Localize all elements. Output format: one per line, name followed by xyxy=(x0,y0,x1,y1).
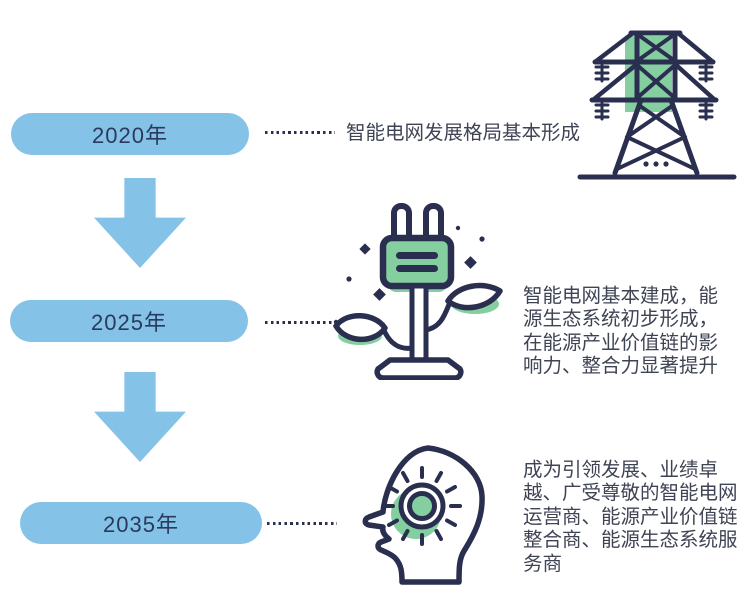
milestone-pill-2020: 2020年 xyxy=(11,113,249,155)
milestone-description-2025: 智能电网基本建成，能 源生态系统初步形成， 在能源产业价值链的影 响力、整合力显… xyxy=(523,285,719,378)
dotted-leader-line xyxy=(267,522,337,525)
idea-rays xyxy=(382,466,462,546)
dotted-leader-line xyxy=(265,321,333,324)
sparkle-diamond xyxy=(464,256,477,269)
sparkle-diamond xyxy=(373,288,386,301)
milestone-year-label: 2020年 xyxy=(92,123,168,148)
milestone-year-label: 2025年 xyxy=(91,310,167,335)
head-idea-icon xyxy=(362,445,485,585)
insulator xyxy=(698,60,714,83)
milestone-pill-2025: 2025年 xyxy=(10,300,248,342)
sparkle-diamond xyxy=(359,243,371,255)
sparkle-dot xyxy=(455,225,461,231)
down-arrow xyxy=(94,178,186,268)
insulator xyxy=(698,98,714,121)
milestone-description-2020: 智能电网发展格局基本形成 xyxy=(346,122,581,144)
plant-base xyxy=(374,357,464,380)
leaf xyxy=(333,312,388,343)
milestone-year-label: 2035年 xyxy=(103,512,179,537)
insulator xyxy=(594,60,610,83)
insulator xyxy=(594,98,610,121)
dotted-leader-line xyxy=(265,131,335,134)
sparkle-dot xyxy=(346,276,352,282)
down-arrow xyxy=(94,372,186,462)
leaf xyxy=(445,282,503,311)
sparkle-dot xyxy=(479,236,485,242)
milestone-description-2035: 成为引领发展、业绩卓 越、广受尊敬的智能电网 运营商、能源产业价值链 整合商、能… xyxy=(523,459,738,575)
plug-plant-icon xyxy=(333,203,503,380)
milestone-pill-2035: 2035年 xyxy=(20,502,262,544)
transmission-tower-icon xyxy=(577,30,737,180)
